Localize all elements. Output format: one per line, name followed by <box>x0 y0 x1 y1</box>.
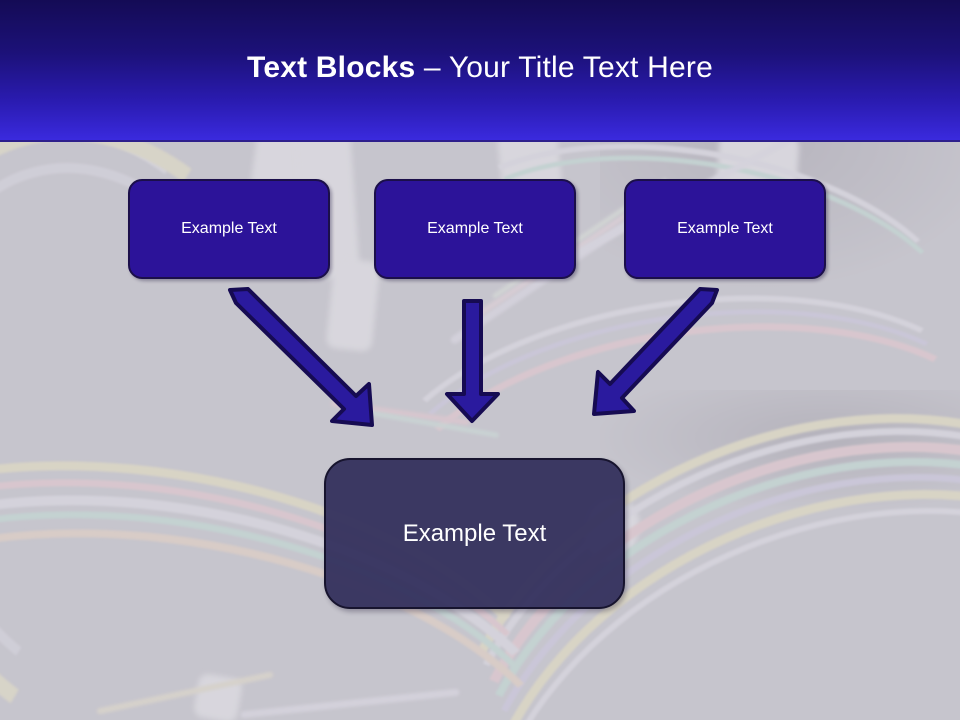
page-title-strong: Text Blocks <box>247 51 416 84</box>
text-block-1[interactable]: Example Text <box>128 179 330 279</box>
title-bar: Text Blocks – Your Title Text Here <box>0 0 960 142</box>
page-title-separator: – <box>415 51 449 84</box>
text-block-2-label: Example Text <box>427 220 523 237</box>
text-block-3[interactable]: Example Text <box>624 179 826 279</box>
text-block-2[interactable]: Example Text <box>374 179 576 279</box>
page-title: Text Blocks – Your Title Text Here <box>0 50 960 86</box>
text-block-1-label: Example Text <box>181 220 277 237</box>
text-block-summary-label: Example Text <box>402 519 547 547</box>
text-block-summary[interactable]: Example Text <box>324 458 625 609</box>
text-block-3-label: Example Text <box>677 220 773 237</box>
page-title-rest: Your Title Text Here <box>448 51 713 84</box>
